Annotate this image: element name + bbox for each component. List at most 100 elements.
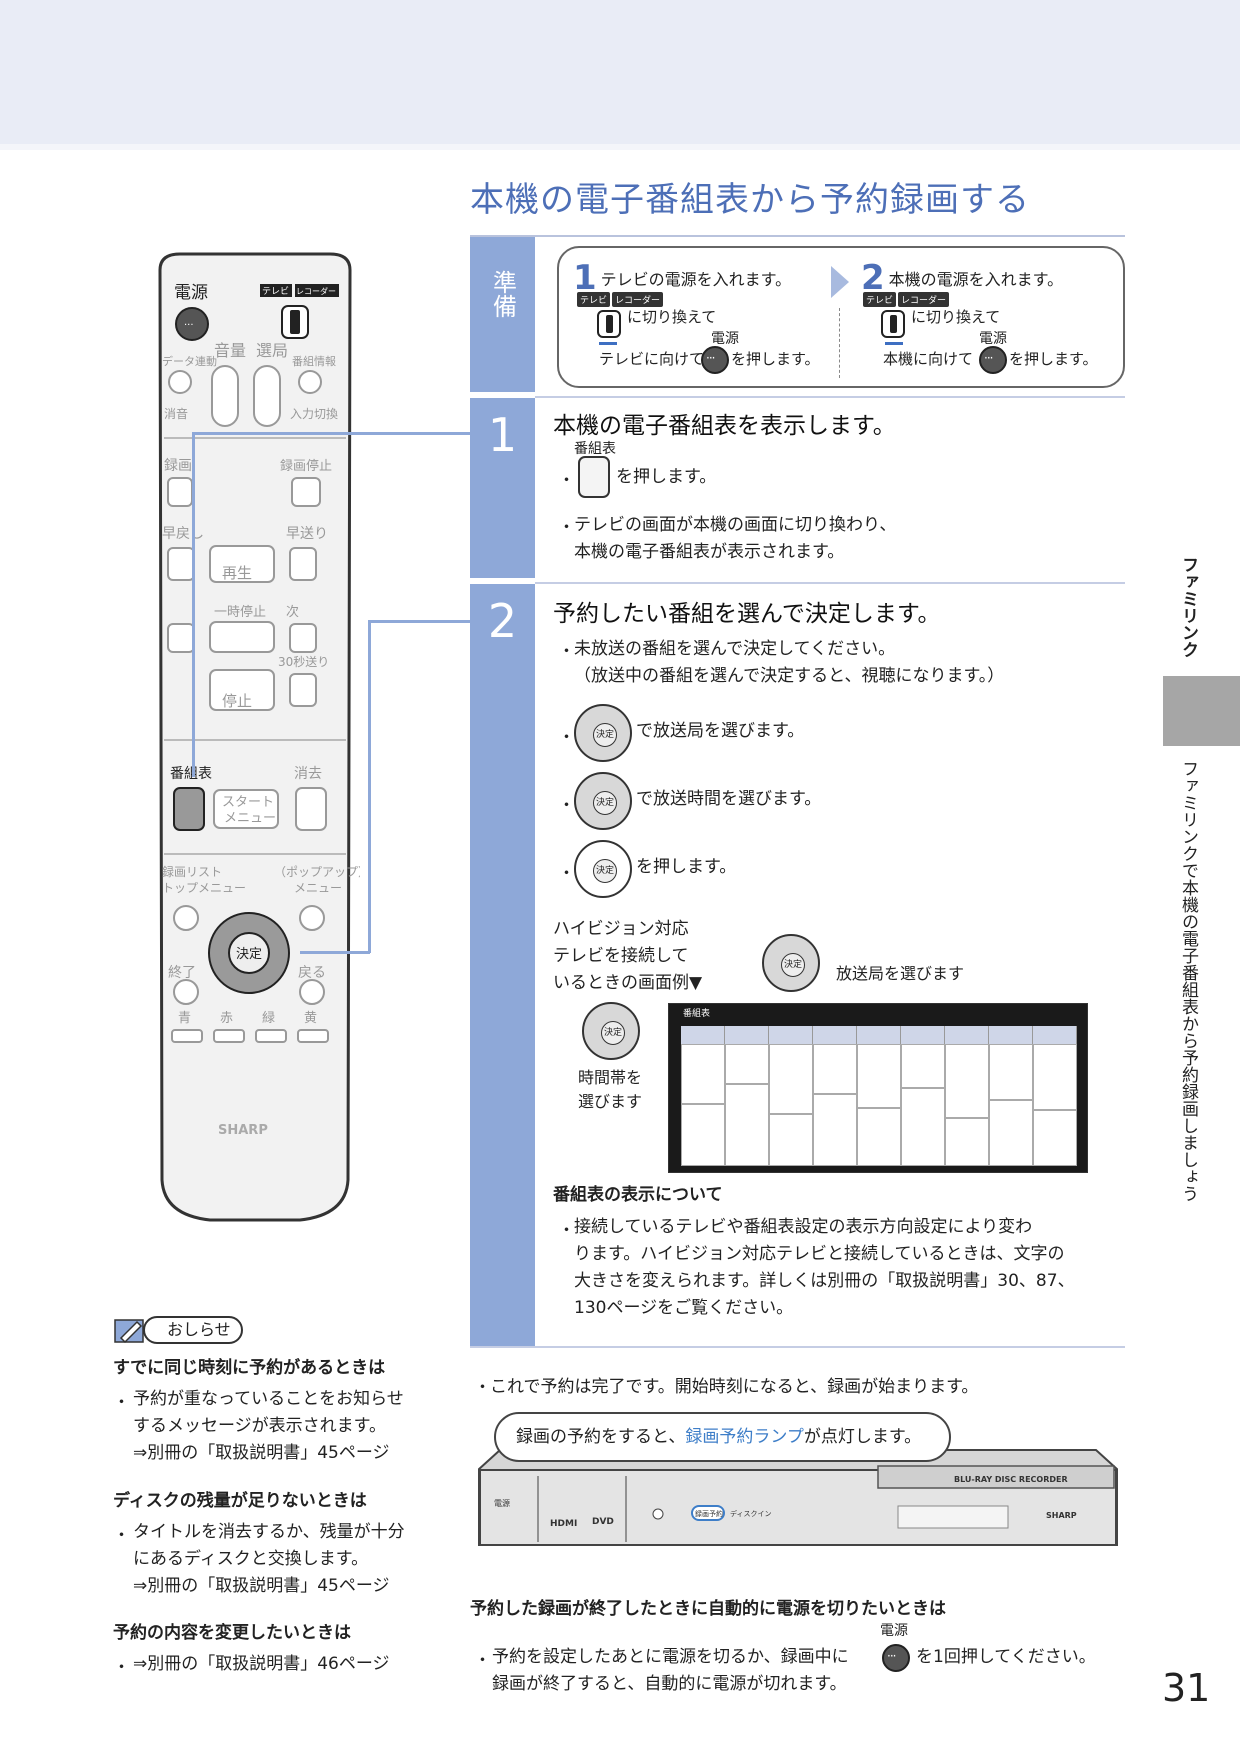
remote-mute-label: 消音 (164, 406, 188, 421)
tv-label: テレビ (863, 292, 897, 307)
recorder-brand: SHARP (1046, 1511, 1077, 1520)
recorder-illustration: BLU-RAY DISC RECORDER 電源 HDMI DVD 録画予約 デ… (477, 1410, 1119, 1555)
epg-column-header (857, 1026, 901, 1044)
remote-rewind-label: 早戻し (162, 526, 204, 542)
remote-popup-label: （ポップアップ） (274, 865, 360, 879)
remote-topmenu-label: トップメニュー (162, 881, 246, 895)
notice-body-1-line3: ⇒別冊の「取扱説明書」45ページ (133, 1443, 390, 1463)
left-arrow-icon (599, 342, 617, 345)
bullet-marker: ・ (558, 864, 575, 884)
switch-icon (597, 310, 621, 338)
prep-step2-press-text: を押します。 (1009, 350, 1098, 368)
remote-power-label: 電源 (174, 283, 208, 303)
about-epg-heading: 番組表の表示について (553, 1185, 723, 1205)
epg-cell (945, 1044, 989, 1118)
epg-column-header (681, 1026, 725, 1044)
epg-column-header (945, 1026, 989, 1044)
bullet-marker: ・ (558, 642, 575, 662)
remote-next-label: 次 (286, 604, 299, 620)
ok-label: 決定 (593, 859, 617, 883)
step1-number: 1 (487, 408, 518, 462)
prep-divider (839, 308, 840, 378)
epg-cell (725, 1084, 769, 1166)
notice-body-1-line1: 予約が重なっていることをお知らせ (133, 1389, 404, 1409)
recorder-model: BLU-RAY DISC RECORDER (954, 1475, 1068, 1484)
power-button-icon (882, 1644, 910, 1672)
remote-channel-label: 選局 (256, 341, 288, 360)
right-arrow-icon (885, 342, 903, 345)
epg-cell (989, 1044, 1033, 1100)
prep-column: 準備 (470, 237, 535, 392)
notice-body-2-line3: ⇒別冊の「取扱説明書」45ページ (133, 1576, 390, 1596)
prep-step1-press-text: を押します。 (731, 350, 820, 368)
power-button-icon (701, 346, 729, 374)
step2-note-line1: 未放送の番組を選んで決定してください。 (574, 639, 896, 659)
recorder-reserve-label: 録画予約 (695, 1509, 723, 1518)
about-epg-line1: 接続しているテレビや番組表設定の表示方向設定により変わ (574, 1217, 1033, 1237)
epg-column-header (769, 1026, 813, 1044)
recorder-label: レコーダー (612, 292, 664, 307)
choose-time-line2: 選びます (578, 1092, 643, 1111)
notice-heading-2: ディスクの残量が足りないときは (113, 1491, 367, 1511)
ok-label: 決定 (781, 953, 805, 977)
recorder-dvd-label: DVD (592, 1517, 614, 1527)
prep-step1-action-text: テレビに向けて (599, 350, 705, 368)
step-separator (535, 582, 1125, 584)
step1-heading: 本機の電子番組表を表示します。 (553, 413, 896, 439)
bullet-marker: ・ (558, 518, 575, 538)
remote-brand: SHARP (218, 1123, 268, 1138)
auto-poweroff-line2: 録画が終了すると、自動的に電源が切れます。 (492, 1674, 847, 1694)
remote-volume-label: 音量 (214, 341, 246, 360)
bullet-marker: ・ (474, 1651, 491, 1671)
complete-note: これで予約は完了です。開始時刻になると、録画が始まります。 (490, 1377, 979, 1397)
epg-column-header (813, 1026, 857, 1044)
epg-cell (813, 1044, 857, 1094)
connector-line (368, 620, 371, 953)
remote-tv-label: テレビ (262, 286, 289, 297)
prep-step1-switch-text: に切り換えて (627, 308, 717, 326)
epg-grid (681, 1026, 1077, 1166)
dpad-left-right-icon: 決定 (762, 934, 820, 992)
prep-step1-title: テレビの電源を入れます。 (600, 270, 792, 289)
bullet-marker: ・ (113, 1658, 130, 1678)
recorder-disc-label: ディスクイン (730, 1509, 772, 1518)
epg-cell (681, 1104, 725, 1166)
prep-step2-number: 2 (861, 258, 885, 298)
epg-screen-example: 番組表 (668, 1003, 1088, 1173)
epg-cell (1033, 1110, 1077, 1166)
switch-icon (881, 310, 905, 338)
step-separator (470, 1346, 1125, 1348)
about-epg-line2: ります。ハイビジョン対応テレビと接続しているときは、文字の (574, 1244, 1065, 1264)
remote-ok-label: 決定 (236, 947, 262, 962)
step1-note-line1: テレビの画面が本機の画面に切り換わり、 (574, 515, 897, 535)
recorder-label: レコーダー (898, 292, 950, 307)
side-subtitle: ファミリンクで本機の電子番組表から予約録画しましょう (1178, 760, 1198, 1202)
connector-line (368, 620, 470, 623)
step2-column: 2 (470, 584, 535, 1346)
pencil-icon (114, 1319, 144, 1344)
example-caption-line2: テレビを接続して (553, 946, 689, 966)
epg-cell (901, 1088, 945, 1166)
remote-yellow-label: 黄 (304, 1011, 317, 1026)
tv-label: テレビ (577, 292, 611, 307)
step2-note-line2: （放送中の番組を選んで決定すると、視聴になります。） (574, 666, 1005, 686)
notice-heading-3: 予約の内容を変更したいときは (113, 1623, 351, 1643)
bottom-power-label: 電源 (880, 1623, 908, 1639)
side-tab-title: ファミリンク (1178, 556, 1198, 658)
epg-title: 番組表 (683, 1009, 711, 1019)
epg-column-header (901, 1026, 945, 1044)
tv-recorder-switch-label: テレビレコーダー (577, 292, 664, 307)
remote-info-label: 番組情報 (292, 355, 336, 368)
auto-poweroff-line1a: 予約を設定したあとに電源を切るか、録画中に (492, 1647, 849, 1667)
notice-body-1-line2: するメッセージが表示されます。 (133, 1416, 386, 1436)
recorder-power-label: 電源 (494, 1499, 510, 1508)
step2-number: 2 (487, 594, 518, 648)
remote-rec-label: 録画 (164, 458, 192, 474)
epg-cell (1033, 1044, 1077, 1110)
prep-label: 準備 (488, 270, 517, 318)
epg-column-header (1033, 1026, 1077, 1044)
example-caption-line3: いるときの画面例▼ (553, 973, 703, 993)
connector-line (192, 432, 470, 435)
